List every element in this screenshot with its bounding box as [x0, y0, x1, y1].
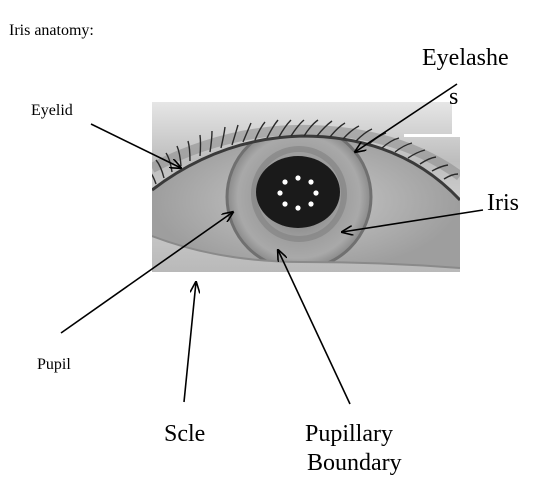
pupil-arrow	[61, 212, 233, 333]
eyelashes-label-line1: Eyelashe	[422, 46, 509, 70]
eyelid-arrow	[91, 124, 181, 168]
eyelashes-label-line2: s	[449, 85, 458, 109]
eyelashes-arrow	[355, 84, 457, 152]
iris-arrow	[342, 210, 483, 232]
pupil-label: Pupil	[37, 357, 71, 373]
figure-title: Iris anatomy:	[9, 23, 94, 39]
pupillary-boundary-label-line1: Pupillary	[305, 422, 393, 446]
sclera-label: Scle	[164, 422, 205, 446]
pupillary-boundary-arrow	[278, 250, 350, 404]
pupillary-boundary-label-line2: Boundary	[307, 451, 402, 475]
eyelid-label: Eyelid	[31, 103, 73, 119]
sclera-arrow	[184, 282, 196, 402]
iris-label: Iris	[487, 191, 519, 215]
